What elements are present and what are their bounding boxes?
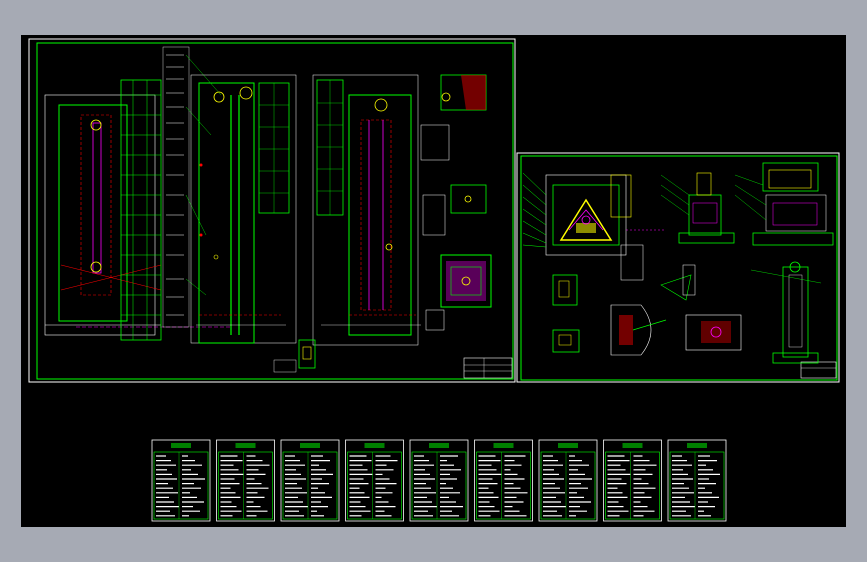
left-elevation-view [44,79,231,341]
parts-list-table[interactable] [151,439,211,522]
parts-list-table[interactable] [538,439,598,522]
main-sheet[interactable] [28,38,516,383]
detail-sheet[interactable] [516,152,840,383]
side-elevation-view [312,74,421,346]
part-detail-views [552,261,822,364]
parts-list-table[interactable] [474,439,533,522]
cad-canvas[interactable] [21,35,846,527]
detail-title-block [800,361,837,379]
main-title-block [463,357,513,379]
fixture-plan-view [522,172,666,281]
parts-list-table[interactable] [345,439,404,522]
parts-list-table[interactable] [667,439,727,522]
detail-views-main [273,74,492,373]
annotation-column [162,46,222,328]
parts-list-table[interactable] [280,439,340,522]
parts-list-table[interactable] [603,439,662,522]
fixture-side-views [660,162,834,246]
cad-drawing [28,38,840,522]
parts-list-table[interactable] [409,439,469,522]
parts-list-table[interactable] [216,439,275,522]
parts-tables [151,439,727,522]
center-elevation-view [190,74,297,344]
